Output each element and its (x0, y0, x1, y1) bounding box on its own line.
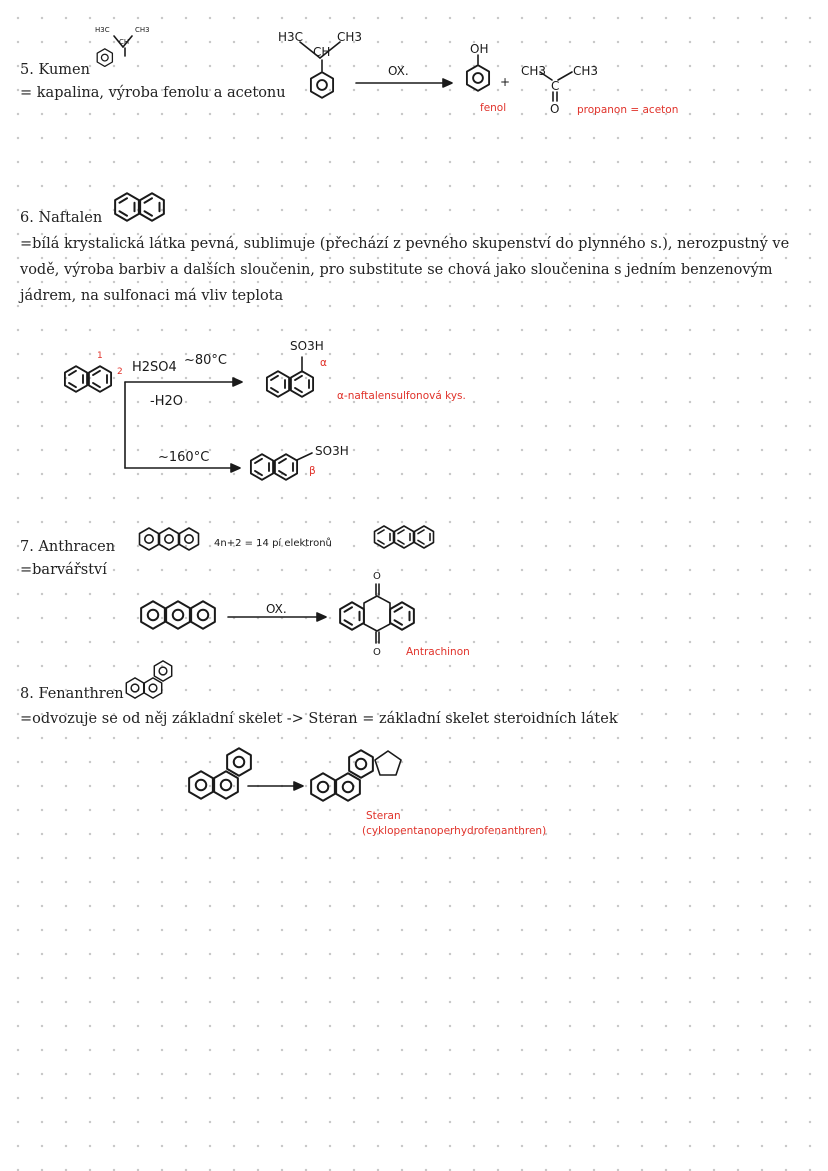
anthracene-oxidation-arrow (227, 612, 327, 622)
phenanthrene-reactant (188, 747, 252, 800)
phenol-structure (465, 54, 491, 92)
anthrachinon-structure (339, 583, 415, 644)
sulfonation-minus-water: -H2O (150, 394, 183, 409)
sulfonation-temp-low: ~80°C (184, 353, 228, 368)
acetone-o: O (550, 102, 560, 116)
kumen-small-ch: CH (119, 38, 130, 46)
kumen-heading: 5. Kumen (20, 62, 90, 78)
naftalen-position-1: 1 (97, 351, 103, 361)
kumen-small-h3c: H3C (95, 26, 110, 34)
alpha-marker: α (320, 357, 327, 369)
anthracene-structure-kekule (373, 525, 435, 549)
fenol-label: fenol (480, 102, 507, 114)
anthrachinon-o-top: O (373, 571, 381, 582)
sulfonation-arrows (124, 377, 243, 473)
naftalen-position-2: 2 (117, 367, 123, 377)
beta-sulfonic-acid-structure (249, 452, 313, 481)
steran-full-name: (cyklopentanoperhydrofenanthren) (362, 825, 547, 837)
anthrachinon-label: Antrachinon (406, 646, 470, 658)
kumen-structure (299, 41, 341, 99)
acetone-ch3-left: CH3 (521, 64, 547, 78)
naftalen-heading: 6. Naftalen (20, 210, 103, 226)
kumen-description: = kapalina, výroba fenolu a acetonu (20, 85, 286, 101)
naftalen-description: =bílá krystalická látka pevná, sublimuje… (20, 236, 790, 304)
steran-structure (310, 749, 402, 802)
kumen-ch3: CH3 (337, 30, 363, 44)
anthrachinon-o-bottom: O (373, 647, 381, 658)
anthracen-description: =barvářství (20, 562, 107, 578)
steran-label: Steran (366, 810, 401, 822)
anthracene-reactant (140, 600, 216, 630)
kumen-oxidation-arrow (355, 78, 453, 88)
steran-arrow (247, 781, 304, 791)
fenanthren-heading: 8. Fenanthren (20, 686, 124, 702)
acetone-structure (539, 71, 573, 102)
anthracen-arrow-label: OX. (266, 602, 287, 616)
sulfonation-reagent: H2SO4 (132, 360, 177, 375)
kumen-arrow-label: OX. (388, 64, 409, 78)
anthracene-structure-aromatic (138, 527, 200, 551)
kumen-small-structure (96, 35, 133, 68)
anthracen-heading: 7. Anthracen (20, 539, 116, 555)
acetone-label: propanon = aceton (577, 104, 679, 116)
anthracen-electrons-note: 4n+2 = 14 pí elektronů (214, 538, 332, 549)
kumen-small-ch3: CH3 (135, 26, 150, 34)
alpha-sulfonic-acid-structure (265, 356, 315, 398)
phenanthrene-structure-small (125, 660, 173, 699)
kumen-plus: + (500, 75, 511, 89)
alpha-so3h: SO3H (290, 339, 324, 353)
sulfonation-temp-high: ~160°C (158, 450, 210, 465)
phenol-oh: OH (470, 42, 489, 56)
kumen-h3c: H3C (278, 30, 304, 44)
naftalen-structure (114, 192, 165, 222)
beta-so3h: SO3H (315, 444, 349, 458)
fenanthren-description: =odvozuje se od něj základní skelet -> S… (20, 711, 618, 727)
naphthalene-reactant (63, 365, 113, 393)
acetone-ch3-right: CH3 (573, 64, 599, 78)
beta-marker: β (309, 465, 316, 477)
alpha-product-label: α-naftalensulfonová kys. (337, 390, 466, 402)
acetone-c: C (551, 79, 560, 93)
